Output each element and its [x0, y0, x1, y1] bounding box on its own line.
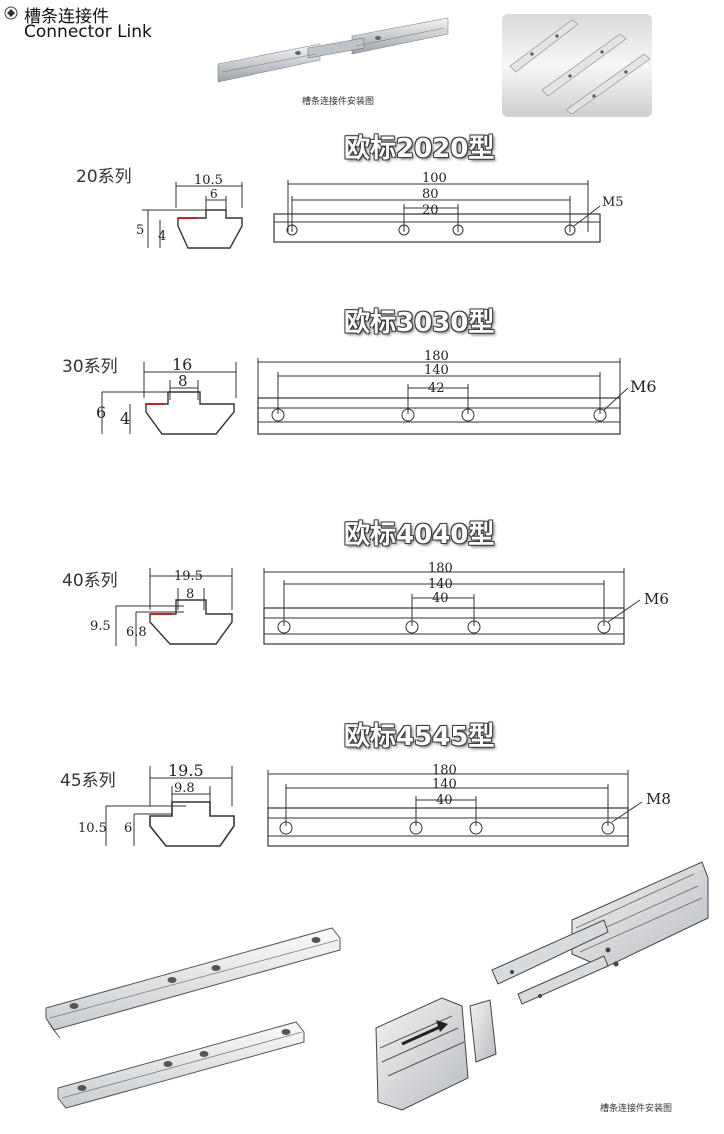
installation-diagram	[375, 861, 709, 1111]
section-title-3030: 欧标3030型	[344, 308, 495, 338]
thread-label-20: M5	[602, 195, 624, 210]
profile-drawing-30: 16 8 6 4	[96, 355, 237, 435]
bar-drawing-30: 180 140 42 M6	[257, 349, 657, 435]
profile-drawing-20: 10.5 6 5 4	[136, 173, 243, 249]
section-title-4545: 欧标4545型	[344, 722, 495, 752]
dim-inner-holes-30: 42	[428, 381, 445, 396]
dim-height-45: 10.5	[78, 821, 107, 836]
header-title-cn: 槽条连接件	[24, 7, 109, 27]
dim-outer-holes-40: 140	[428, 577, 453, 592]
dim-width-20: 10.5	[194, 173, 223, 188]
diamond-bullet-icon	[4, 6, 18, 20]
dim-depth-20: 4	[158, 229, 166, 244]
dim-inner-holes-45: 40	[436, 793, 453, 808]
connector-bars-render	[509, 19, 651, 115]
section-title-2020: 欧标2020型	[344, 134, 495, 164]
profile-drawing-45: 19.5 9.8 10.5 6	[78, 761, 235, 847]
bar-drawing-20: 100 80 20 M5	[273, 171, 624, 243]
bar-drawing-45: 180 140 40 M8	[267, 763, 671, 847]
connector-bars-photo	[502, 14, 652, 117]
dim-inner-holes-40: 40	[432, 591, 449, 606]
series-label-20: 20系列	[76, 167, 132, 187]
connector-bars-render	[45, 927, 341, 1109]
dim-length-30: 180	[424, 349, 449, 364]
thread-label-30: M6	[630, 377, 657, 396]
series-label-45: 45系列	[60, 771, 116, 791]
dim-slot-45: 9.8	[174, 781, 195, 796]
dim-outer-holes-45: 140	[432, 777, 457, 792]
dim-depth-40: 6.8	[126, 625, 147, 640]
dim-width-30: 16	[172, 355, 192, 374]
header-title-en: Connector Link	[24, 22, 152, 42]
profile-drawing-40: 19.5 8 9.5 6.8	[90, 568, 233, 646]
dim-height-40: 9.5	[90, 619, 111, 634]
bar-drawing-40: 180 140 40 M6	[263, 561, 669, 645]
dim-slot-40: 8	[186, 587, 194, 602]
dim-width-40: 19.5	[174, 569, 203, 584]
dim-length-40: 180	[428, 561, 453, 576]
connector-install-photo	[217, 17, 449, 83]
dim-inner-holes-20: 20	[422, 203, 439, 218]
series-label-40: 40系列	[62, 571, 118, 591]
section-title-4040: 欧标4040型	[344, 520, 495, 550]
bottom-diagram-caption: 槽条连接件安装图	[600, 1104, 673, 1114]
dim-width-45: 19.5	[168, 761, 204, 780]
dim-slot-30: 8	[178, 372, 188, 390]
dim-outer-holes-20: 80	[422, 187, 439, 202]
thread-label-45: M8	[646, 790, 671, 808]
dim-outer-holes-30: 140	[424, 363, 449, 378]
dim-height-30: 6	[96, 403, 106, 422]
dim-slot-20: 6	[210, 187, 218, 201]
dim-depth-45: 6	[124, 821, 132, 836]
top-photo-caption: 槽条连接件安装图	[302, 97, 375, 107]
dim-depth-30: 4	[120, 409, 130, 428]
dim-height-20: 5	[136, 223, 144, 238]
dim-length-20: 100	[422, 171, 447, 186]
thread-label-40: M6	[644, 590, 669, 608]
dim-length-45: 180	[432, 763, 457, 778]
series-label-30: 30系列	[62, 357, 118, 377]
